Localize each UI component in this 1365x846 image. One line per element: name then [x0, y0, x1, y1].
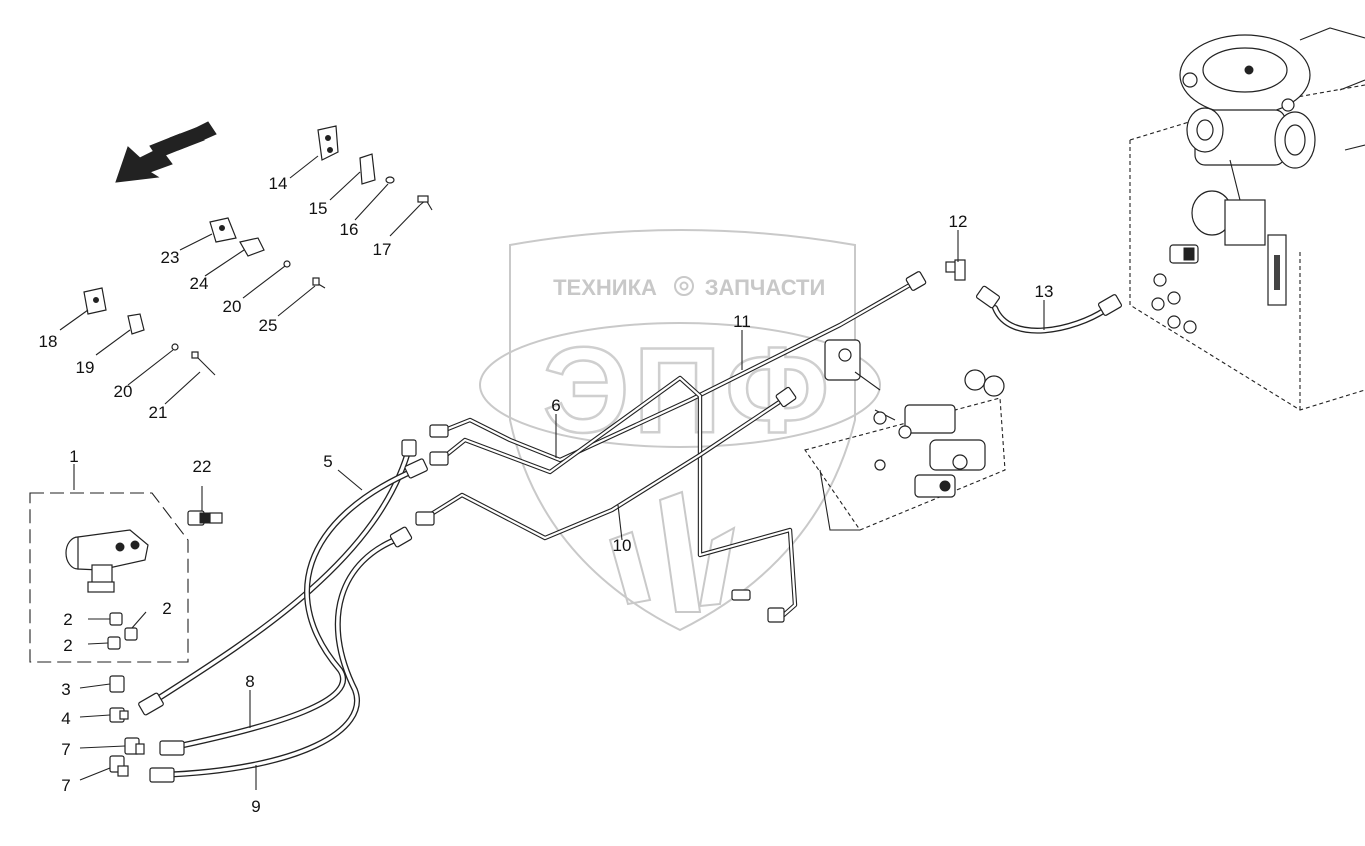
block-14	[317, 125, 339, 161]
hose-13	[975, 285, 1123, 334]
hydraulic-tank	[1129, 27, 1365, 411]
gear-icon	[674, 276, 694, 296]
callout-1: 1	[69, 447, 78, 466]
tank-fittings	[1151, 244, 1199, 334]
callout-22: 22	[193, 457, 212, 476]
callout-5: 5	[323, 452, 332, 471]
callout-17: 17	[373, 240, 392, 259]
assembly-1	[29, 492, 189, 663]
callout-25: 25	[259, 316, 278, 335]
pump	[1179, 34, 1316, 206]
watermark-buildings	[608, 490, 736, 613]
callout-21: 21	[149, 403, 168, 422]
fitting-3	[109, 675, 125, 693]
callout-15: 15	[309, 199, 328, 218]
fitting-2-bottom	[107, 636, 121, 650]
watermark-text-right: ЗАПЧАСТИ	[705, 275, 826, 300]
sensor-22	[187, 510, 223, 526]
callout-6: 6	[551, 396, 560, 415]
fitting-12	[945, 259, 966, 281]
plate-19	[127, 313, 145, 335]
pipe-11	[429, 271, 927, 463]
plate-15	[359, 153, 376, 185]
bolt-21	[191, 351, 216, 376]
bolt-25	[312, 277, 326, 289]
block-18	[83, 287, 107, 315]
fitting-7-top	[124, 737, 145, 755]
callout-16: 16	[340, 220, 359, 239]
callout-8: 8	[245, 672, 254, 691]
watermark: ТЕХНИКА ЗАПЧАСТИ ЭПФ	[479, 229, 881, 632]
washer-16	[385, 176, 395, 184]
callout-23: 23	[161, 248, 180, 267]
callout-2: 2	[63, 610, 72, 629]
callout-24: 24	[190, 274, 209, 293]
valve-assembly	[65, 529, 149, 593]
watermark-shield	[509, 229, 856, 632]
valve-block	[804, 339, 1006, 531]
callout-7: 7	[61, 740, 70, 759]
callout-14: 14	[269, 174, 288, 193]
bolt-17	[417, 195, 433, 211]
callout-2: 2	[162, 599, 171, 618]
fitting-2-top	[109, 612, 123, 626]
washer-20-bottom	[171, 343, 179, 351]
hose-5	[138, 439, 417, 716]
plate-24	[239, 237, 265, 257]
watermark-logo: ЭПФ	[543, 322, 834, 458]
callout-19: 19	[76, 358, 95, 377]
callout-18: 18	[39, 332, 58, 351]
callout-20: 20	[223, 297, 242, 316]
filter-assembly	[1191, 190, 1287, 306]
hose-9	[149, 526, 413, 783]
washer-20-top	[283, 260, 291, 268]
leader-lines	[59, 155, 1045, 790]
direction-arrow-icon	[115, 121, 217, 183]
watermark-logo-ring	[479, 322, 881, 448]
fitting-4	[109, 707, 129, 723]
callout-10: 10	[613, 536, 632, 555]
callout-11: 11	[733, 312, 751, 331]
callout-3: 3	[61, 680, 70, 699]
watermark-text-left: ТЕХНИКА	[553, 275, 657, 300]
callout-2: 2	[63, 636, 72, 655]
pipe-10	[415, 386, 797, 541]
callout-20: 20	[114, 382, 133, 401]
callout-7: 7	[61, 776, 70, 795]
callout-13: 13	[1035, 282, 1054, 301]
fitting-2-mid	[124, 627, 138, 641]
callout-4: 4	[61, 709, 70, 728]
callout-9: 9	[251, 797, 260, 816]
callouts: 1 2 2 2 3 4 5 6 7 7 8 9 10 11 12 13 14 1…	[39, 174, 1054, 816]
pipe-6	[429, 375, 798, 623]
hose-8	[159, 458, 428, 756]
callout-12: 12	[949, 212, 968, 231]
block-23	[209, 217, 237, 243]
fitting-7-bottom	[109, 755, 129, 777]
